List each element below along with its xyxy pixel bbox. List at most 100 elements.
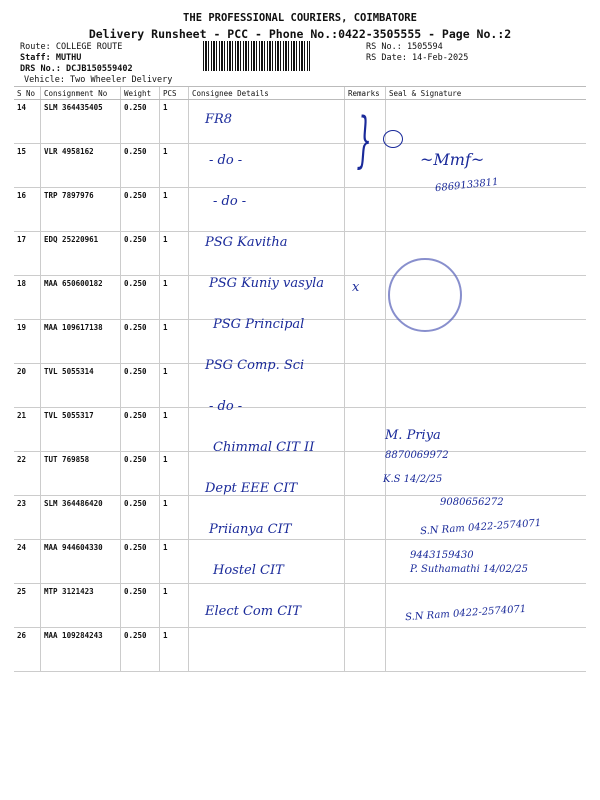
consignee-handwriting: PSG Kavitha [205,235,288,250]
table-header: S No Consignment No Weight PCS Consignee… [14,86,586,100]
consignee-handwriting: - do - [213,194,247,209]
consignment-cell: TVL 5055317 [40,407,121,452]
consignee-cell [188,319,345,364]
consignee-cell [188,231,345,276]
pcs-cell: 1 [159,583,189,628]
consignee-handwriting: Chimmal CIT II [213,440,315,455]
sig-phone-2: 8870069972 [385,450,449,461]
col-pcs: PCS [159,86,189,100]
drs-number: DRS No.: DCJB150559402 [20,64,133,74]
sno-cell: 26 [14,627,41,672]
consignment-cell: VLR 4958162 [40,143,121,188]
seal-cell [385,627,586,672]
sno-cell: 16 [14,187,41,232]
remarks-cell [344,495,386,540]
weight-cell: 0.250 [120,99,160,144]
consignee-cell [188,583,345,628]
consignee-handwriting: FR8 [205,112,233,127]
sig-suthamathi: P. Suthamathi 14/02/25 [410,564,528,575]
rs-date: RS Date: 14-Feb-2025 [366,53,469,63]
runsheet-table: S No Consignment No Weight PCS Consignee… [14,86,586,672]
weight-cell: 0.250 [120,275,160,320]
col-weight: Weight [120,86,160,100]
col-sno: S No [14,86,41,100]
route: Route: COLLEGE ROUTE [20,42,123,52]
sno-cell: 22 [14,451,41,496]
consignee-handwriting: - do - [209,153,243,168]
remarks-cell [344,583,386,628]
sno-cell: 15 [14,143,41,188]
consignee-handwriting: Dept EEE CIT [205,481,298,496]
remarks-cell [344,275,386,320]
sig-priya: M. Priya [385,428,441,443]
runsheet-subtitle: Delivery Runsheet - PCC - Phone No.:0422… [88,27,512,41]
consignment-cell: TVL 5055314 [40,363,121,408]
pcs-cell: 1 [159,539,189,584]
remarks-cell [344,627,386,672]
pcs-cell: 1 [159,319,189,364]
consignment-cell: EDQ 25220961 [40,231,121,276]
sig-phone-3: 9080656272 [440,497,504,508]
weight-cell: 0.250 [120,495,160,540]
col-remarks: Remarks [344,86,386,100]
company-title: THE PROFESSIONAL COURIERS, COIMBATORE [183,12,417,24]
sno-cell: 17 [14,231,41,276]
weight-cell: 0.250 [120,187,160,232]
consignment-cell: SLM 364486420 [40,495,121,540]
consignment-cell: MAA 109617138 [40,319,121,364]
consignee-cell [188,99,345,144]
sno-cell: 19 [14,319,41,364]
remarks-cell [344,187,386,232]
seal-cell [385,99,586,144]
pcs-cell: 1 [159,451,189,496]
consignee-cell [188,539,345,584]
remarks-cell [344,451,386,496]
consignee-handwriting: PSG Principal [213,317,305,332]
consignee-handwriting: Elect Com CIT [205,604,301,619]
sig-ks: K.S 14/2/25 [383,474,443,485]
weight-cell: 0.250 [120,407,160,452]
remarks-cell [344,99,386,144]
sno-cell: 25 [14,583,41,628]
consignee-handwriting: PSG Comp. Sci [205,358,305,373]
barcode [203,41,310,71]
pcs-cell: 1 [159,495,189,540]
col-consignment: Consignment No [40,86,121,100]
staff: Staff: MUTHU [20,53,82,63]
remarks-cell [344,231,386,276]
consignee-handwriting: Priianya CIT [209,522,292,537]
remark-x: x [352,280,360,295]
pcs-cell: 1 [159,187,189,232]
consignee-cell [188,627,345,672]
brace-mark: } [356,105,372,175]
consignment-cell: SLM 364435405 [40,99,121,144]
remarks-cell [344,143,386,188]
consignment-cell: MAA 109284243 [40,627,121,672]
sno-cell: 21 [14,407,41,452]
consignee-cell [188,495,345,540]
remarks-cell [344,319,386,364]
seal-cell [385,451,586,496]
vehicle: Vehicle: Two Wheeler Delivery [24,75,173,85]
pcs-cell: 1 [159,407,189,452]
seal-cell [385,187,586,232]
weight-cell: 0.250 [120,451,160,496]
seal-cell [385,363,586,408]
weight-cell: 0.250 [120,627,160,672]
remarks-cell [344,363,386,408]
remarks-cell [344,407,386,452]
col-consignee: Consignee Details [188,86,345,100]
seal-cell [385,143,586,188]
consignee-cell [188,187,345,232]
remarks-cell [344,539,386,584]
sig-phone-4: 9443159430 [410,550,474,561]
weight-cell: 0.250 [120,143,160,188]
